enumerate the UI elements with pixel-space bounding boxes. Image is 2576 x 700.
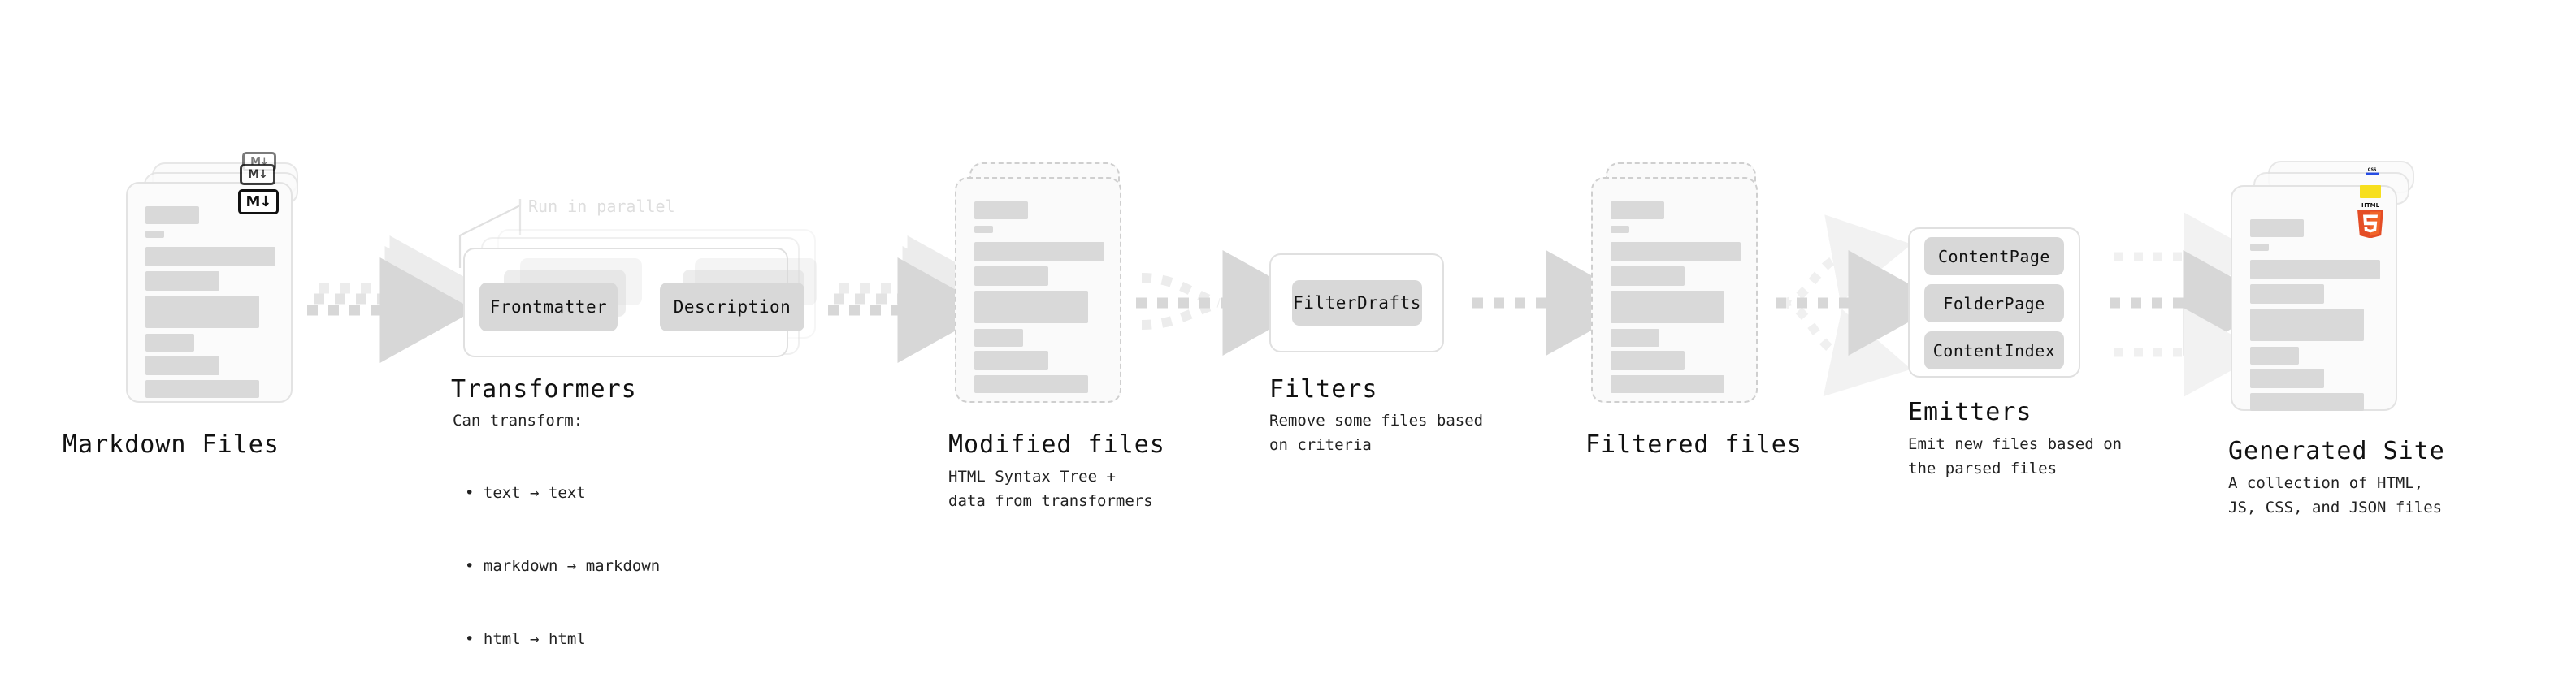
skeleton-line xyxy=(974,266,1048,286)
stage-title: Filtered files xyxy=(1585,430,1802,459)
skeleton-line xyxy=(145,206,199,224)
markdown-badge: M↓ xyxy=(238,189,279,214)
chip-contentpage[interactable]: ContentPage xyxy=(1924,237,2064,275)
skeleton-line xyxy=(974,201,1028,219)
connector-modified-to-filters xyxy=(1136,250,1318,356)
stage-subtitle: HTML Syntax Tree + data from transformer… xyxy=(948,468,1153,510)
filtered-card-front xyxy=(1591,177,1758,403)
modified-card-front xyxy=(955,177,1121,403)
skeleton-line xyxy=(974,375,1088,393)
stage-title: Modified files xyxy=(948,430,1165,459)
stage-modified-files: Modified files HTML Syntax Tree + data f… xyxy=(948,162,1164,510)
skeleton-line xyxy=(145,296,259,328)
skeleton-line xyxy=(1611,226,1629,233)
skeleton-line xyxy=(974,351,1048,370)
css-badge-underline xyxy=(2366,172,2379,175)
skeleton-line xyxy=(145,334,194,352)
skeleton-line xyxy=(2250,369,2324,388)
html5-shield-icon: HTML xyxy=(2357,202,2383,239)
css-badge-label: CSS xyxy=(2367,167,2377,172)
connector-filtered-to-emitters xyxy=(1776,214,1944,397)
skeleton-line xyxy=(145,380,259,398)
markdown-card-front xyxy=(126,182,293,403)
bullet-item: • markdown → markdown xyxy=(465,557,661,575)
svg-text:HTML: HTML xyxy=(2361,202,2380,209)
skeleton-line xyxy=(145,271,219,291)
stage-generated-site: CSS HTML Generated Site A collection of … xyxy=(2228,161,2444,516)
skeleton-line xyxy=(2250,284,2324,304)
skeleton-line xyxy=(1611,329,1659,347)
skeleton-line xyxy=(974,226,993,233)
skeleton-line xyxy=(1611,242,1741,261)
stage-subtitle: Emit new files based on the parsed files xyxy=(1908,435,2123,477)
skeleton-line xyxy=(1611,351,1685,370)
bullet-text: html → html xyxy=(483,630,586,648)
skeleton-line xyxy=(2250,260,2380,279)
stage-title: Filters xyxy=(1269,375,1378,404)
skeleton-line xyxy=(2250,219,2304,237)
stage-subtitle: Can transform: xyxy=(453,412,583,430)
skeleton-line xyxy=(145,231,164,238)
skeleton-line xyxy=(974,329,1023,347)
stage-subtitle: A collection of HTML, JS, CSS, and JSON … xyxy=(2228,474,2443,516)
skeleton-line xyxy=(2250,347,2299,365)
html5-badge: HTML xyxy=(2354,201,2387,241)
chip-folderpage[interactable]: FolderPage xyxy=(1924,284,2064,322)
connector-emitters-to-site xyxy=(2110,212,2279,397)
stage-subtitle: Remove some files based on criteria xyxy=(1269,412,1484,454)
pipeline-diagram: M↓ M↓ M↓ Markdown Files Run in parallel … xyxy=(63,152,2444,648)
markdown-card-stack: M↓ M↓ M↓ xyxy=(126,152,313,414)
skeleton-line xyxy=(1611,266,1685,286)
chip-contentindex[interactable]: ContentIndex xyxy=(1924,331,2064,369)
stage-filtered-files: Filtered files xyxy=(1585,162,1802,459)
run-in-parallel-label: Run in parallel xyxy=(528,197,675,216)
bullet-item: • html → html xyxy=(465,630,586,648)
skeleton-line xyxy=(974,242,1104,261)
skeleton-line xyxy=(2250,393,2364,411)
markdown-badge: M↓ xyxy=(240,164,275,185)
skeleton-line xyxy=(974,291,1088,323)
skeleton-line xyxy=(145,356,219,375)
transform-bullet-list: • text → text • markdown → markdown • ht… xyxy=(465,432,660,700)
connector-markdown-to-transformers xyxy=(307,235,485,363)
skeleton-line xyxy=(1611,291,1724,323)
stage-title: Transformers xyxy=(451,375,637,404)
js-badge xyxy=(2360,185,2381,198)
stage-title: Emitters xyxy=(1908,398,2032,426)
bullet-text: markdown → markdown xyxy=(483,557,661,575)
bullet-text: text → text xyxy=(483,484,586,502)
chip-description[interactable]: Description xyxy=(660,283,804,331)
site-card-stack: CSS HTML xyxy=(2231,161,2426,414)
css-badge: CSS xyxy=(2366,168,2379,175)
bullet-item: • text → text xyxy=(465,484,586,502)
skeleton-line xyxy=(145,247,275,266)
skeleton-line xyxy=(2250,309,2364,341)
skeleton-line xyxy=(1611,375,1724,393)
connector-transformers-to-modified xyxy=(828,235,1003,363)
skeleton-line xyxy=(1611,201,1664,219)
chip-frontmatter[interactable]: Frontmatter xyxy=(479,283,618,331)
stage-markdown-files: M↓ M↓ M↓ Markdown Files xyxy=(63,152,313,459)
skeleton-line xyxy=(2250,244,2269,251)
stage-title: Markdown Files xyxy=(63,430,280,459)
stage-title: Generated Site xyxy=(2228,437,2445,465)
chip-filterdrafts[interactable]: FilterDrafts xyxy=(1292,280,1422,326)
